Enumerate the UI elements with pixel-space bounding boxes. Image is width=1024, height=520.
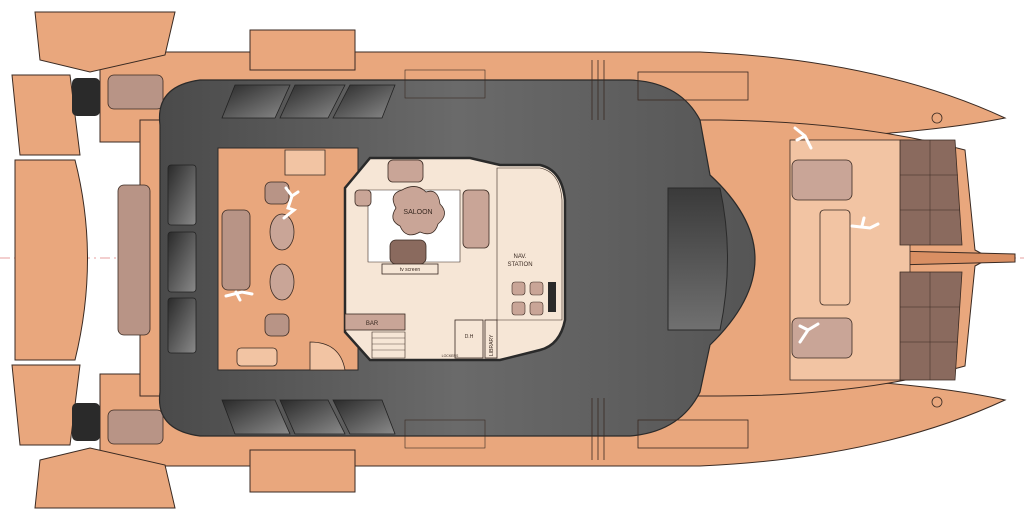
saloon-armchair	[389, 239, 427, 265]
aft-cockpit-chair-1	[264, 181, 290, 205]
aft-cockpit-platform	[14, 159, 88, 361]
saloon-table	[392, 186, 445, 236]
tv-screen-cabinet	[381, 263, 439, 275]
roof-window-port-3	[332, 84, 396, 119]
nav-seat-4	[529, 301, 544, 316]
library-label: LIBRARY	[489, 334, 495, 356]
port-transom	[34, 11, 176, 73]
roof-window-aft-1	[167, 164, 197, 226]
aft-cockpit-chair-2	[264, 313, 290, 337]
saloon-sofa-side	[462, 189, 490, 249]
nav-seat-1	[511, 281, 526, 296]
roof-window-stbd-1	[221, 399, 291, 435]
forward-sofa-port	[791, 159, 853, 201]
starboard-aft-step	[11, 364, 81, 446]
nav-station-label-line2: STATION	[507, 262, 532, 268]
port-bow-cleat-icon	[931, 112, 943, 124]
nav-seat-2	[511, 301, 526, 316]
dh-label: D.H	[465, 334, 474, 340]
person-figure-2	[224, 290, 254, 302]
galley-stair	[371, 331, 406, 359]
roof-window-aft-2	[167, 231, 197, 293]
forward-sunbed-seams	[900, 140, 960, 380]
stbd-deck-hatch-2	[404, 419, 486, 449]
aft-lounge-cushion	[117, 184, 151, 336]
bar-label: BAR	[366, 321, 379, 327]
lockers-label: LOCKERS	[442, 354, 459, 358]
starboard-aft-stair-well	[72, 403, 100, 441]
aft-cockpit-sofa	[221, 209, 251, 291]
saloon-sofa-top	[387, 159, 424, 183]
aft-cockpit-bench	[236, 347, 278, 367]
port-aft-stair-well	[72, 78, 100, 116]
spiral-stair-bottom	[309, 341, 346, 371]
starboard-sail-box	[249, 449, 356, 493]
bar-counter	[344, 313, 406, 331]
forward-sunbed-port	[899, 139, 963, 246]
person-figure-5	[798, 322, 820, 344]
roof-window-port-1	[221, 84, 291, 119]
person-figure-4	[850, 216, 880, 230]
day-head-room	[454, 319, 484, 359]
nav-seat-3	[529, 281, 544, 296]
port-deck-hatch-1	[637, 71, 749, 101]
aft-cockpit-table-1	[269, 213, 295, 251]
port-aft-step	[11, 74, 81, 156]
person-figure-3	[793, 126, 813, 150]
roof-window-port-2	[279, 84, 346, 119]
aft-cockpit-table-2	[269, 263, 295, 301]
stbd-deck-hatch-1	[637, 419, 749, 449]
starboard-aft-bench	[107, 409, 164, 445]
roof-window-stbd-3	[332, 399, 396, 435]
port-sail-box	[249, 29, 356, 71]
port-aft-bench	[107, 74, 164, 110]
forward-roof-hatch	[667, 187, 728, 331]
forward-table	[819, 209, 851, 306]
helm-console	[548, 282, 556, 312]
saloon-label: SALOON	[403, 209, 432, 216]
forward-sunbed-stbd	[899, 271, 963, 381]
nav-station-area	[496, 167, 563, 321]
person-figure-1	[282, 186, 300, 220]
deck-stripes	[591, 60, 605, 460]
spiral-stair-top	[284, 149, 326, 176]
stbd-bow-cleat-icon	[931, 396, 943, 408]
port-deck-hatch-2	[404, 69, 486, 99]
library-cabinet	[484, 319, 498, 359]
roof-window-stbd-2	[279, 399, 346, 435]
saloon-side-chair	[354, 189, 372, 207]
roof-window-aft-3	[167, 297, 197, 354]
galley-stair-treads	[372, 337, 405, 351]
tv-screen-label: tv screen	[400, 267, 421, 273]
nav-station-label-line1: NAV.	[513, 254, 526, 260]
starboard-transom	[34, 447, 176, 509]
